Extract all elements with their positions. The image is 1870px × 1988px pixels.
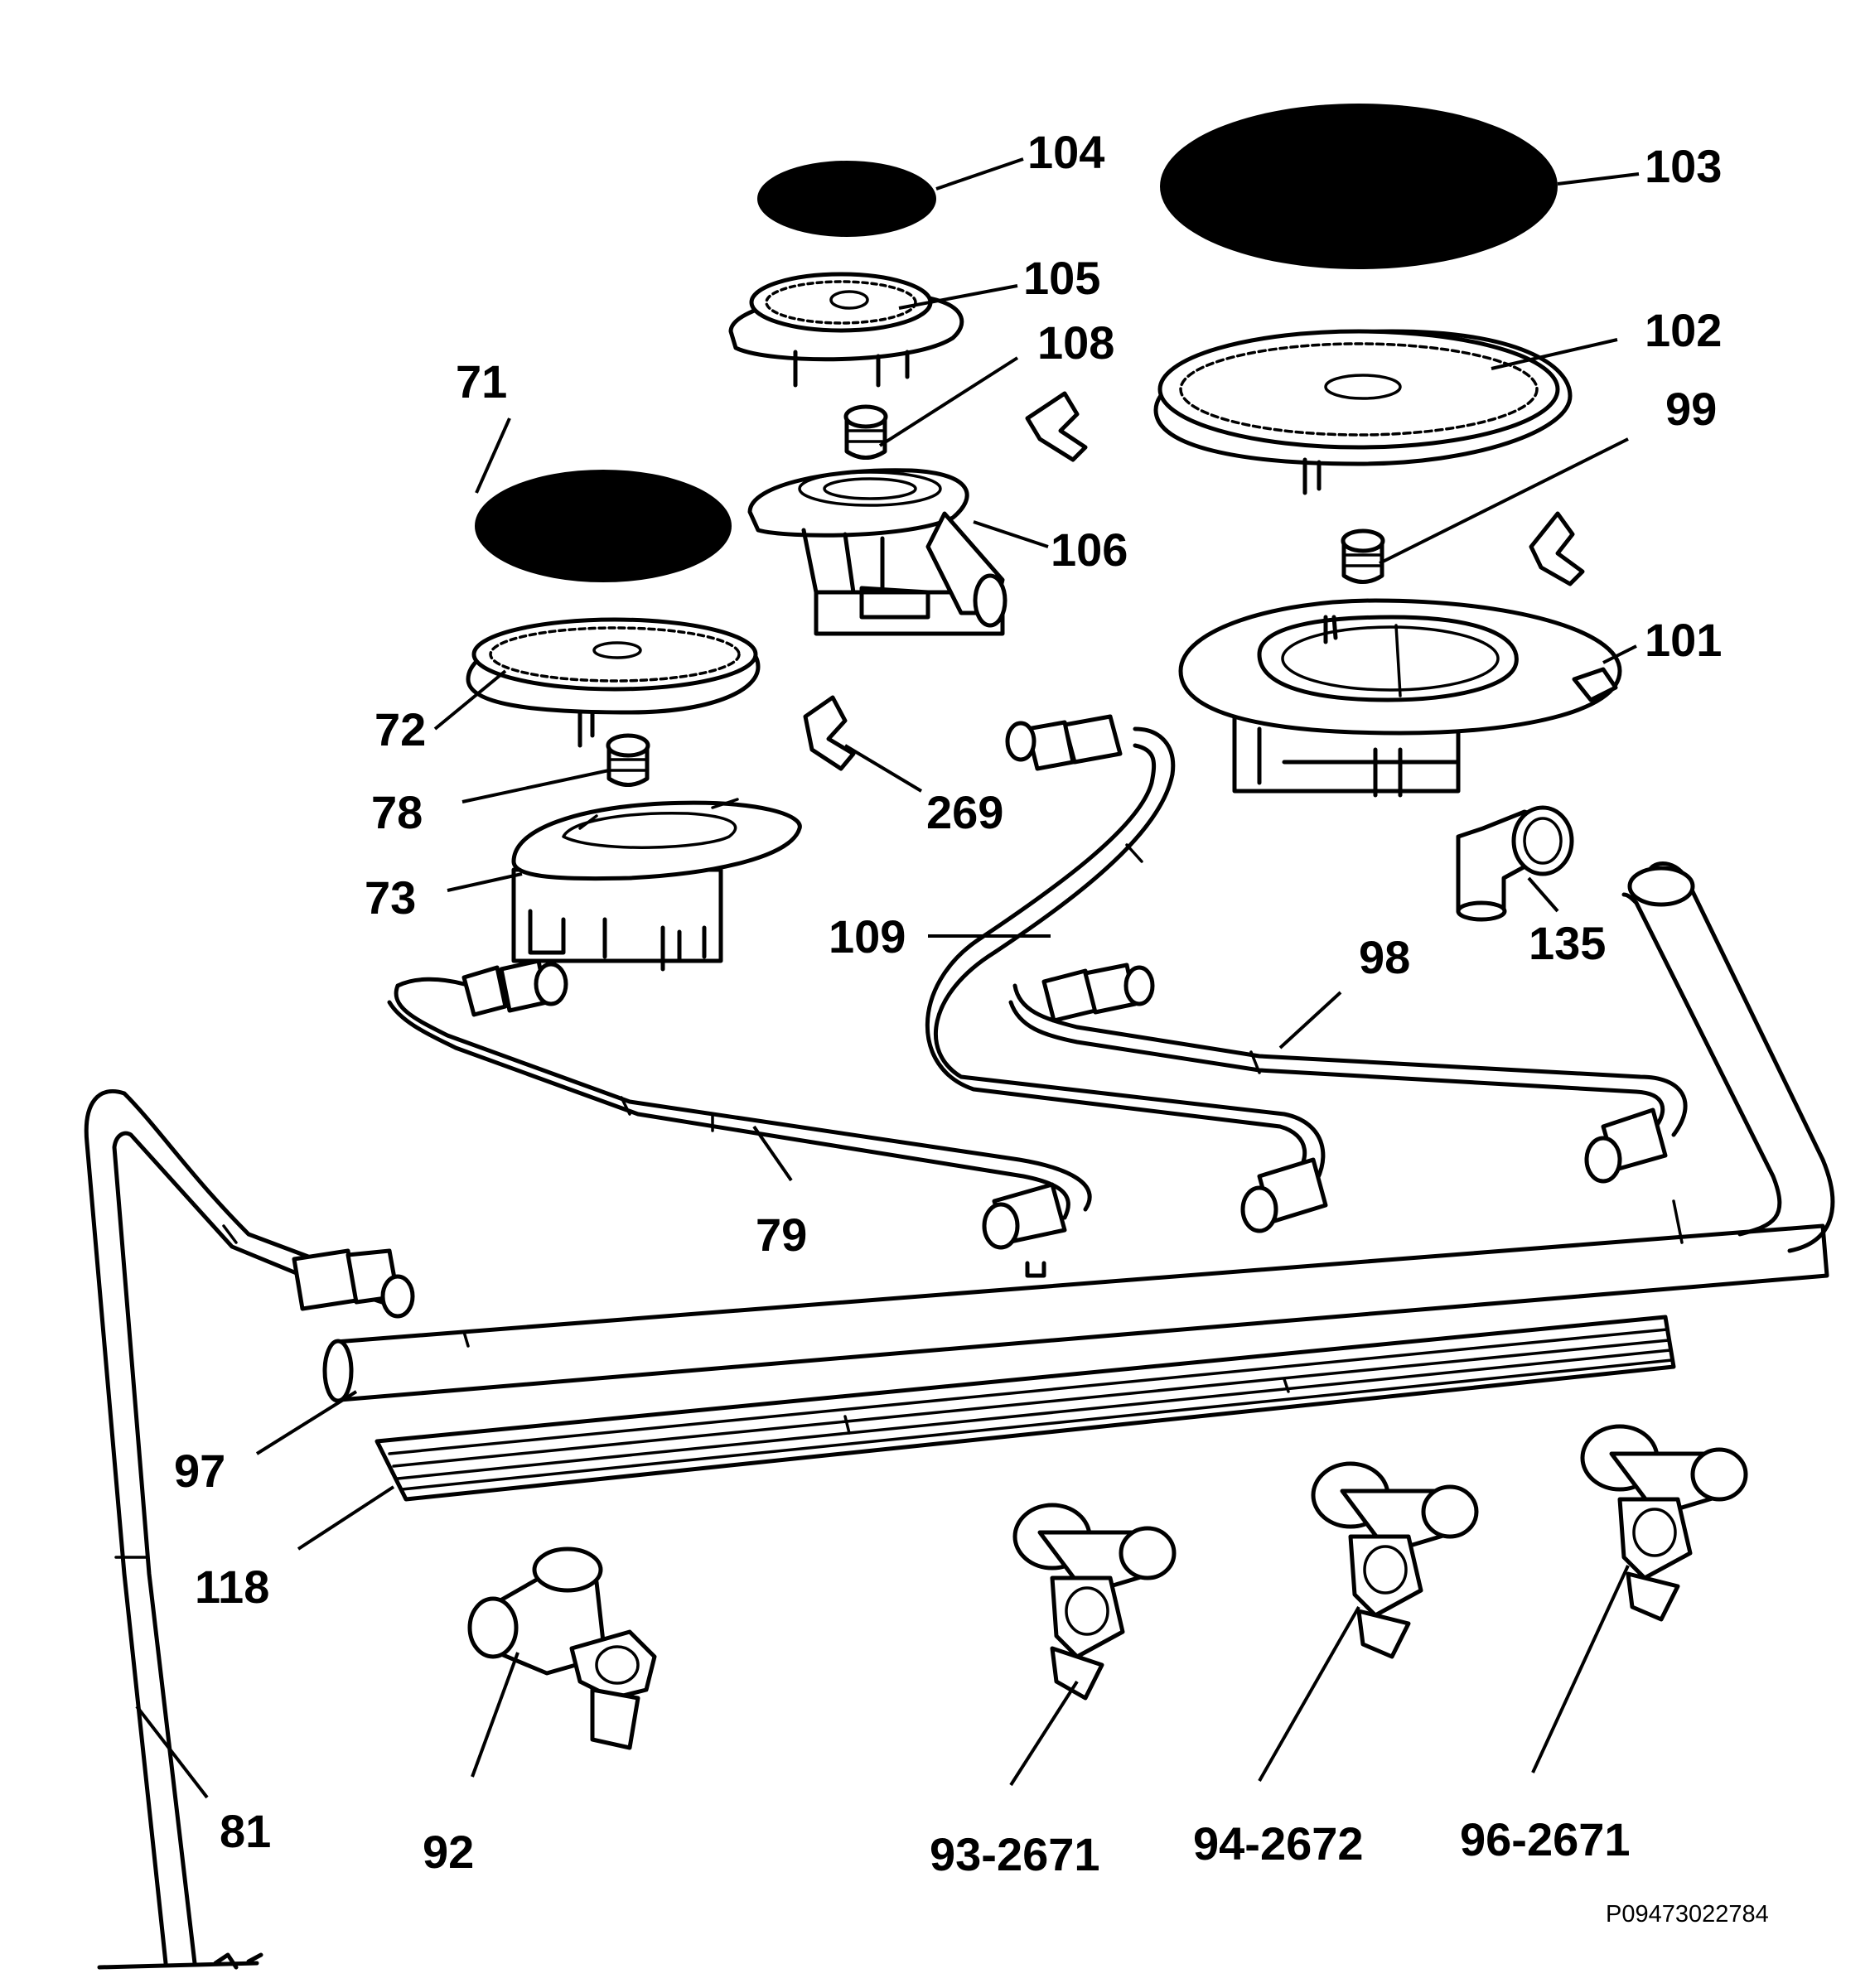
- label-96-2671: 96-2671: [1460, 1813, 1631, 1865]
- label-92: 92: [423, 1826, 474, 1878]
- gas-tap-94: [1311, 1461, 1479, 1659]
- label-72: 72: [374, 703, 426, 755]
- burner-crown-105: [728, 272, 964, 388]
- label-99: 99: [1665, 383, 1717, 435]
- part-labels: 104 103 105 108 102 71 99 106 101 72 78 …: [174, 126, 1722, 1880]
- clip-near-108: [1025, 391, 1088, 462]
- label-269: 269: [926, 786, 1003, 838]
- gas-pipe-98: [1008, 963, 1688, 1184]
- label-109: 109: [829, 910, 906, 963]
- reference-code: P09473022784: [1606, 1901, 1769, 1928]
- gas-rail-97: [322, 861, 1835, 1403]
- label-101: 101: [1645, 614, 1722, 666]
- label-81: 81: [220, 1805, 271, 1857]
- gas-pipe-79: [387, 958, 1092, 1278]
- label-94-2672: 94-2672: [1193, 1817, 1364, 1870]
- gas-pipe-81: [84, 1089, 415, 1970]
- label-118: 118: [195, 1561, 269, 1613]
- label-71: 71: [456, 355, 507, 408]
- burner-body-73: [511, 798, 802, 972]
- burner-cap-103: [1160, 104, 1558, 269]
- clip-269: [803, 695, 856, 771]
- label-73: 73: [365, 871, 416, 924]
- injector-99: [1341, 528, 1385, 584]
- label-104: 104: [1027, 126, 1104, 178]
- label-97: 97: [174, 1445, 225, 1497]
- gas-tap-92: [467, 1546, 657, 1750]
- label-108: 108: [1037, 316, 1114, 369]
- elbow-fitting-135: [1456, 805, 1574, 922]
- burner-base-106: [747, 468, 1007, 636]
- injector-108: [843, 404, 888, 460]
- label-93-2671: 93-2671: [930, 1828, 1100, 1880]
- label-135: 135: [1529, 917, 1606, 969]
- burner-crown-72: [466, 617, 761, 748]
- burner-crown-102: [1153, 329, 1573, 495]
- label-106: 106: [1051, 524, 1128, 576]
- label-102: 102: [1645, 304, 1722, 356]
- label-103: 103: [1645, 140, 1722, 192]
- burner-cap-104: [757, 161, 936, 237]
- control-rail-118: [374, 1315, 1676, 1502]
- gas-tap-93: [1012, 1503, 1177, 1701]
- label-105: 105: [1023, 252, 1100, 304]
- injector-78: [606, 733, 650, 787]
- burner-cap-71: [475, 470, 732, 582]
- label-79: 79: [756, 1209, 807, 1261]
- gas-pipe-109: [925, 714, 1328, 1233]
- label-78: 78: [371, 786, 423, 838]
- clip-near-99: [1529, 511, 1585, 586]
- label-98: 98: [1359, 931, 1410, 983]
- leader-lines: [135, 157, 1640, 1799]
- burner-body-101: [1178, 598, 1622, 798]
- gas-tap-96: [1580, 1424, 1748, 1622]
